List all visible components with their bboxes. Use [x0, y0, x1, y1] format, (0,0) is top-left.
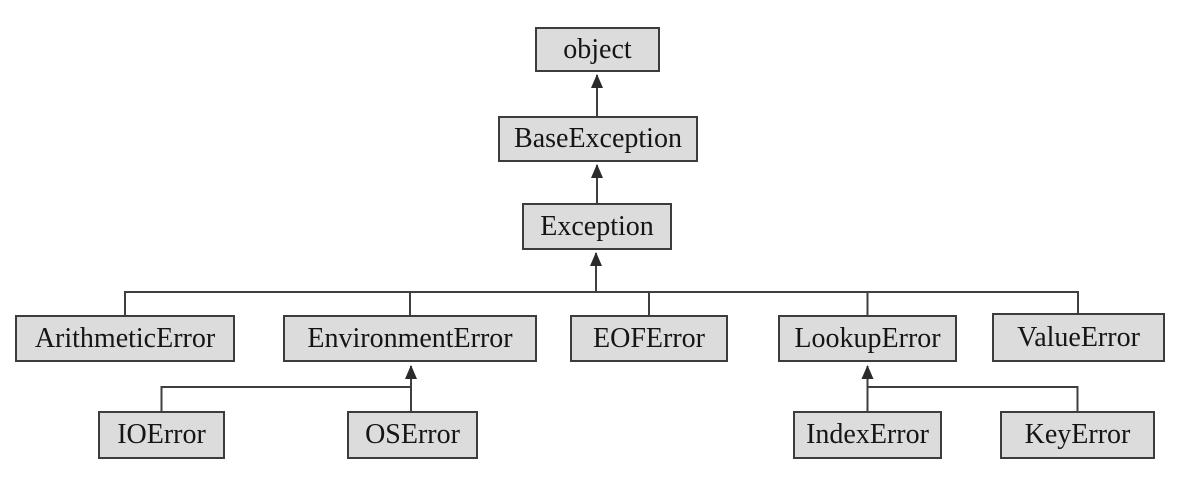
node-indexerror: IndexError	[793, 411, 942, 459]
node-oserror: OSError	[347, 411, 478, 459]
node-keyerror: KeyError	[1000, 411, 1155, 459]
node-baseexception: BaseException	[498, 116, 698, 162]
node-lookuperror: LookupError	[778, 315, 957, 362]
node-object: object	[535, 27, 660, 72]
edge-exception-children-bus	[124, 291, 1079, 315]
edge-ioerror-bus	[160, 386, 411, 411]
node-valueerror: ValueError	[992, 313, 1165, 362]
node-arithmeticerror: ArithmeticError	[15, 315, 235, 362]
node-exception: Exception	[522, 203, 672, 250]
edge-keyerror-bus	[867, 386, 1079, 411]
node-eoferror: EOFError	[570, 315, 728, 362]
node-ioerror: IOError	[98, 411, 225, 459]
node-environmenterror: EnvironmentError	[283, 315, 537, 362]
